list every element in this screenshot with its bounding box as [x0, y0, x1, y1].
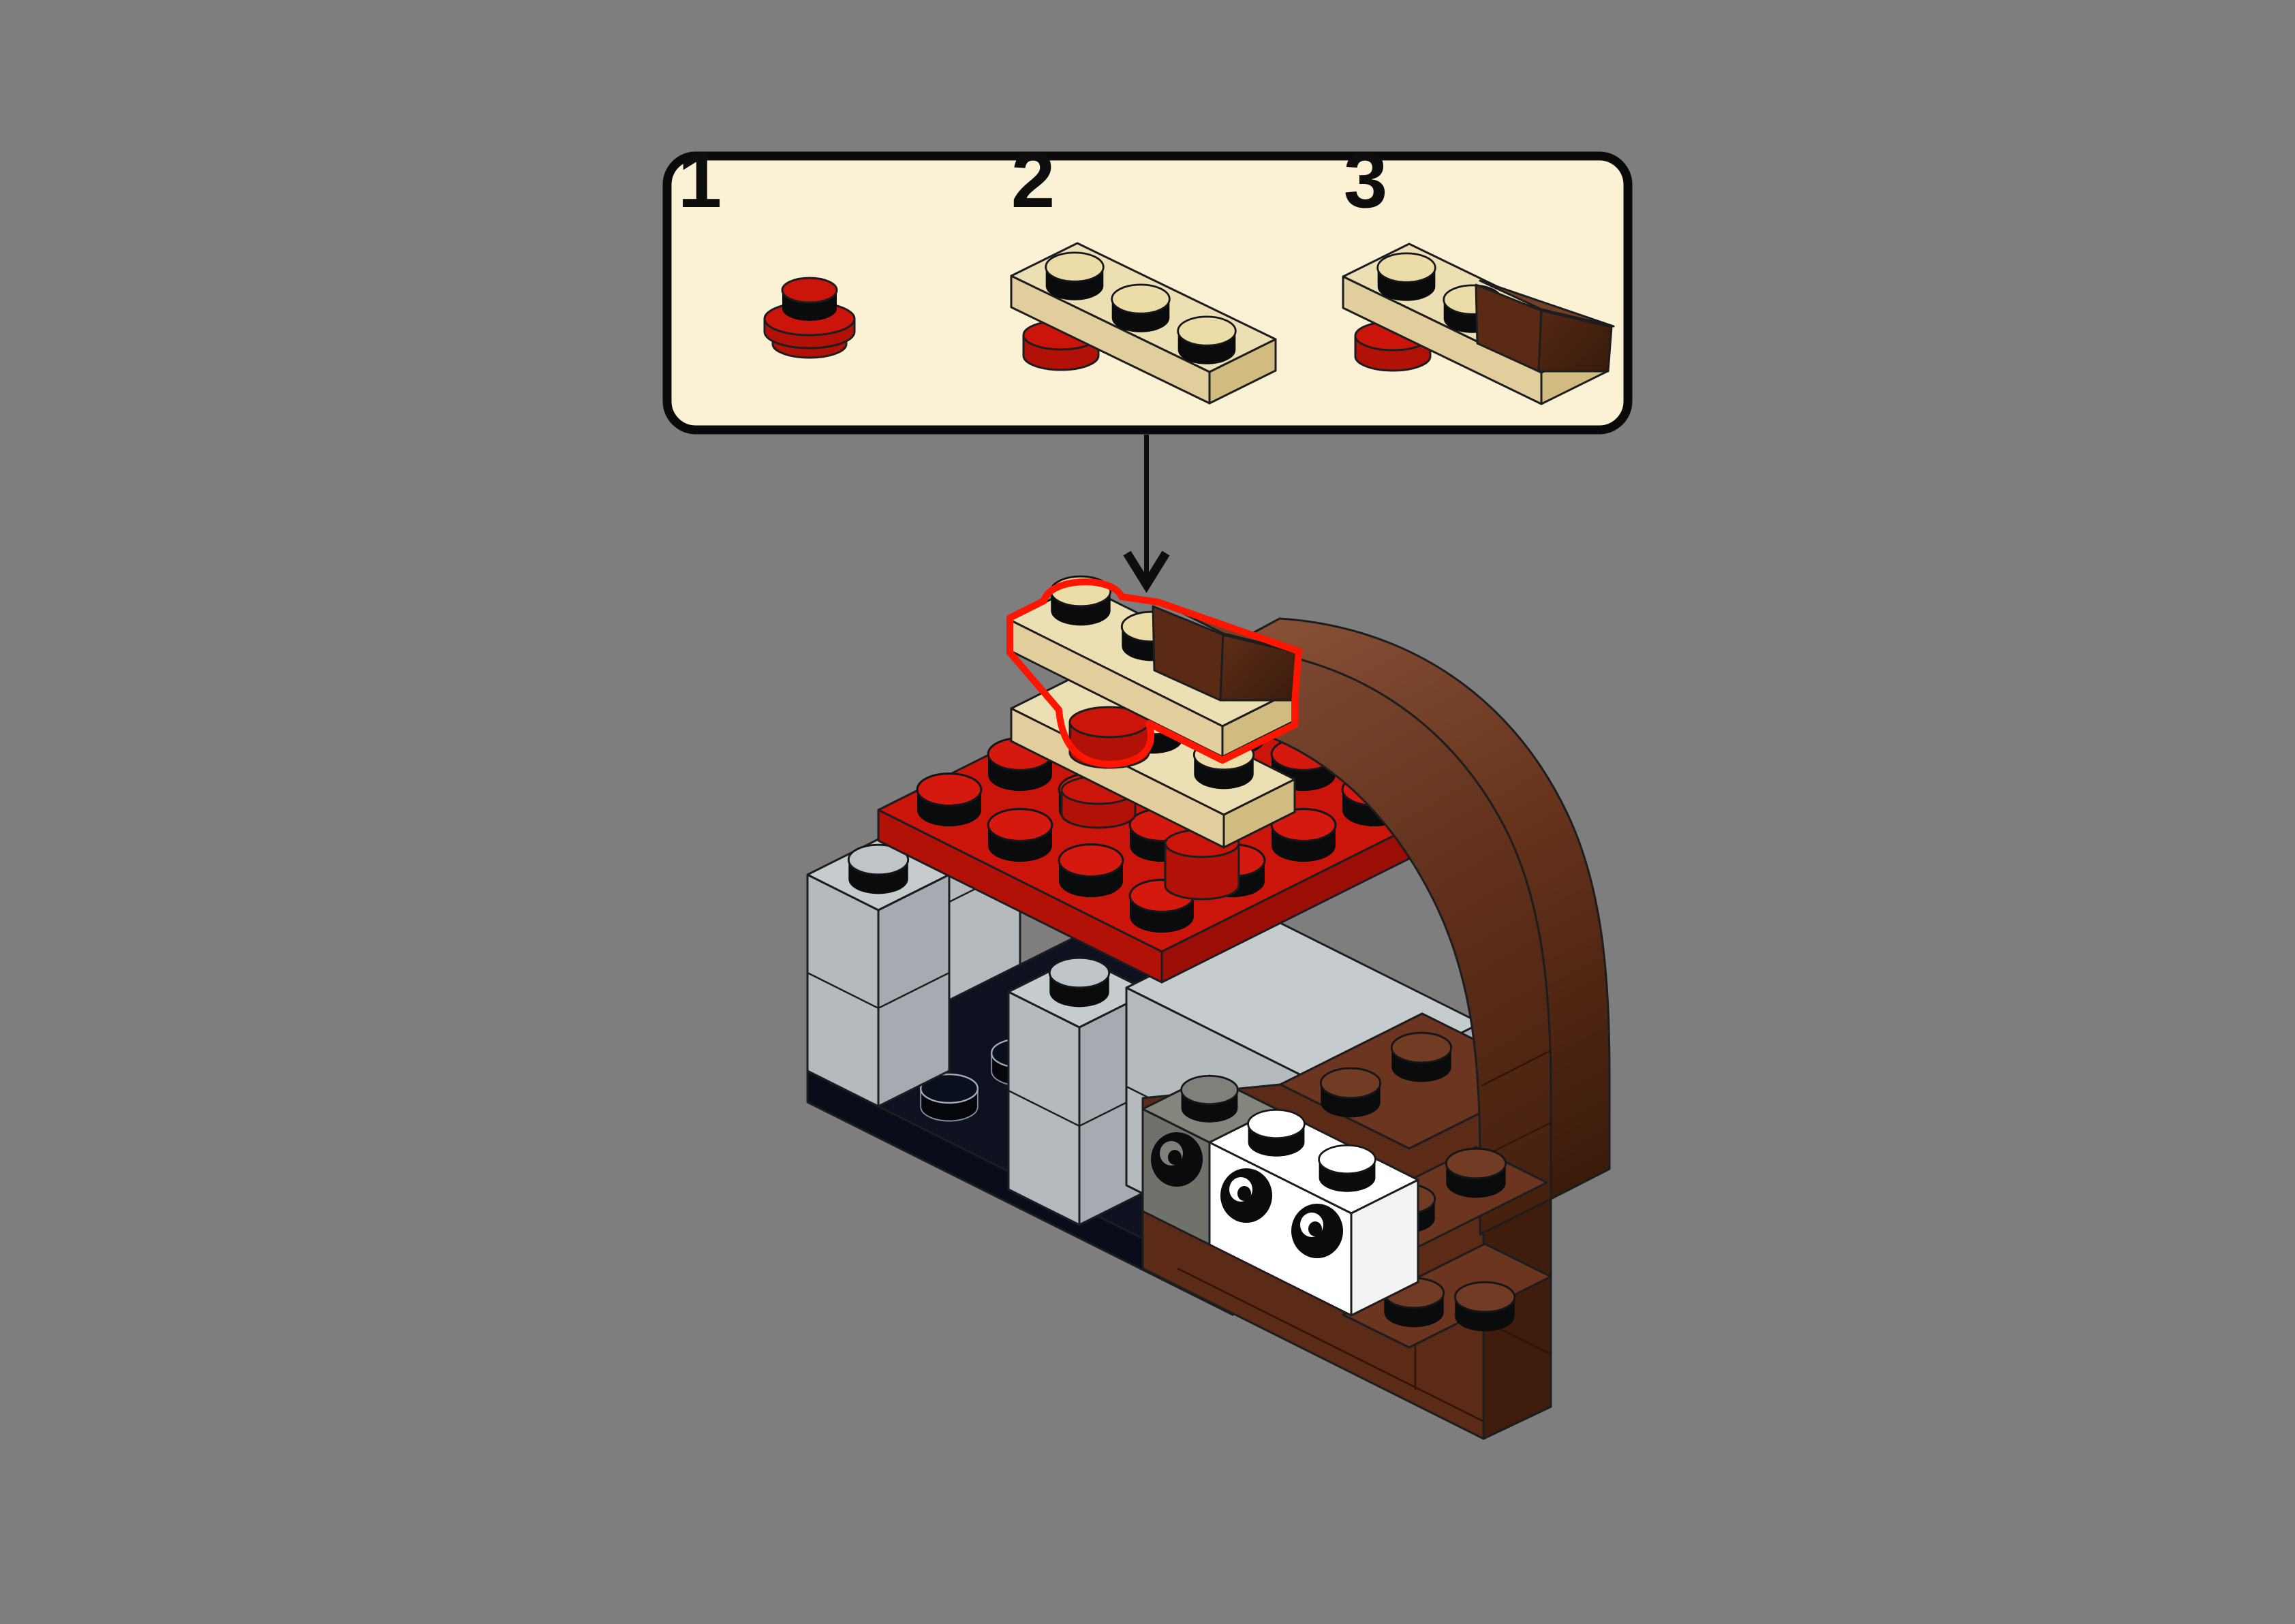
- side-stud-ring: [1151, 1132, 1203, 1187]
- white-stud: [1318, 1144, 1376, 1193]
- brown-arch: [1225, 617, 1611, 1236]
- red-round-plate: [1068, 706, 1150, 769]
- brown-slope: [1475, 279, 1615, 373]
- highlight-outline: [1006, 578, 1302, 768]
- model: [806, 435, 1611, 1440]
- gray-stud: [1048, 956, 1111, 1008]
- step-2: 2: [1010, 136, 1277, 405]
- white-stud: [1247, 1108, 1306, 1158]
- gray-stud: [1180, 1074, 1239, 1124]
- step-1: 1: [678, 136, 856, 359]
- step-number: 3: [1344, 136, 1388, 224]
- side-stud-ring: [1220, 1168, 1272, 1223]
- white-headlight-brick: [1208, 1108, 1419, 1317]
- brown-stud: [1319, 1067, 1382, 1119]
- arch-side-face: [1225, 646, 1552, 1236]
- subassembly-highlighted: [1006, 575, 1302, 769]
- step-number: 2: [1011, 136, 1056, 224]
- step-3: 3: [1342, 136, 1615, 405]
- piece-tan-plate-with-slope: [1342, 243, 1615, 405]
- brown-stud: [1390, 1031, 1453, 1083]
- gray-column-left: [806, 838, 951, 1108]
- step-number: 1: [678, 136, 722, 224]
- side-stud-ring: [1291, 1204, 1343, 1258]
- piece-tan-plate-on-round: [1010, 242, 1277, 405]
- down-arrow-icon: [1123, 435, 1170, 593]
- instruction-panel: 1 2 3: [662, 136, 1633, 435]
- brown-stud: [1453, 1281, 1516, 1332]
- piece-red-round-plate: [763, 277, 856, 359]
- brown-stud: [1445, 1147, 1507, 1199]
- gray-stud: [847, 843, 910, 895]
